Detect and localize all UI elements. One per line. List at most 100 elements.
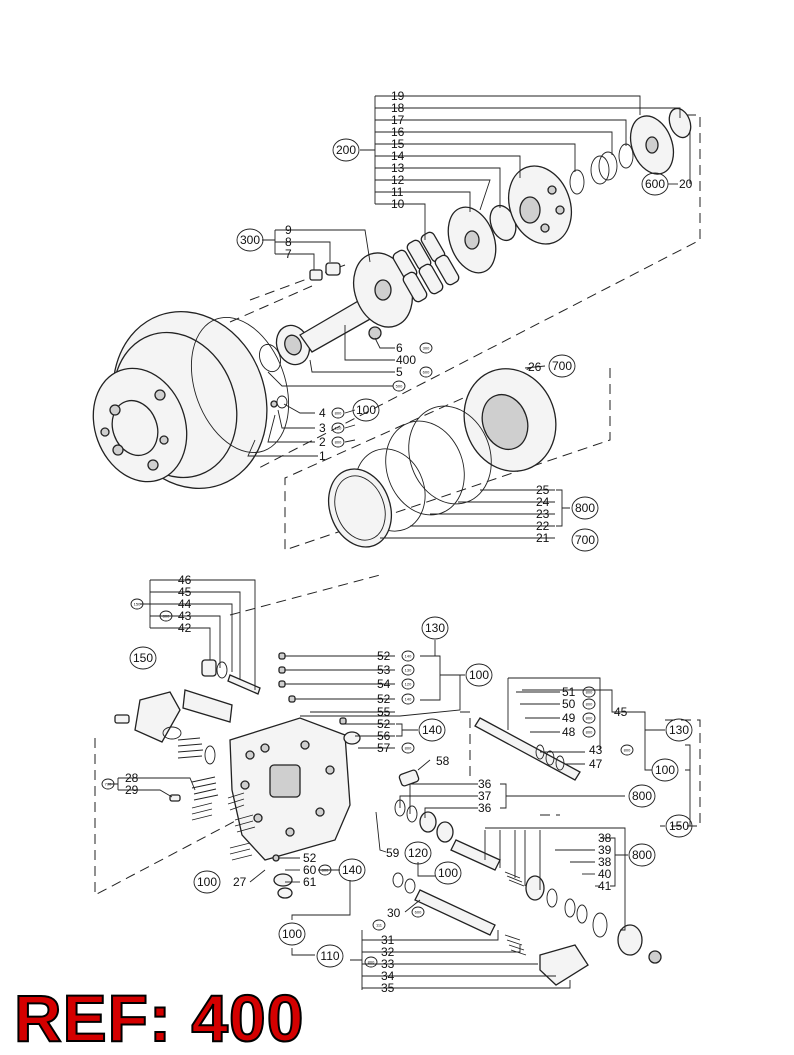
callout-label: 130 — [425, 621, 445, 635]
callout-label: 110 — [320, 949, 339, 963]
part-label: 38 — [598, 831, 612, 845]
part-label: 59 — [386, 846, 400, 860]
svg-text:150: 150 — [134, 602, 141, 607]
label-group-31-35: 31 32 33 34 35 800 — [364, 933, 395, 995]
callout-label: 100 — [282, 927, 302, 941]
callout-circle — [404, 841, 432, 865]
callout-label: 140 — [422, 723, 442, 737]
part-label: 60 — [303, 863, 317, 877]
callout-circle — [628, 784, 656, 808]
small-callout — [364, 956, 378, 968]
label-group-300: 9 8 7 300 — [236, 223, 292, 261]
part-label: 38 — [598, 855, 612, 869]
part-label: 36 — [478, 801, 492, 815]
small-callout — [419, 366, 433, 378]
svg-text:130: 130 — [405, 668, 412, 673]
leader-lines — [108, 95, 691, 990]
part-label: 9 — [285, 223, 292, 237]
callout-circle — [465, 663, 493, 687]
label-group-28-29: 700 28 29 — [101, 771, 139, 797]
callout-label: 700 — [552, 359, 572, 373]
callout-circle — [338, 858, 366, 882]
part-label: 5 — [396, 365, 403, 379]
callout-label: 140 — [342, 863, 362, 877]
part-label: 35 — [381, 981, 395, 995]
small-callout — [130, 598, 144, 610]
label-group-38-41: 38 39 38 40 41 800 — [598, 831, 656, 893]
part-label: 10 — [391, 197, 405, 211]
part-label: 1 — [319, 449, 326, 463]
svg-text:111: 111 — [376, 923, 383, 928]
part-label: 31 — [381, 933, 395, 947]
small-callout — [401, 664, 415, 676]
small-callout — [582, 712, 596, 724]
small-callout — [101, 778, 115, 790]
part-label: 42 — [178, 621, 192, 635]
part-label: 52 — [377, 717, 391, 731]
callout-label: 130 — [669, 723, 689, 737]
part-label: 53 — [377, 663, 391, 677]
small-callout — [331, 436, 345, 448]
callout-circle — [352, 398, 380, 422]
part-label: 12 — [391, 173, 405, 187]
small-callout — [582, 698, 596, 710]
part-label: 37 — [478, 789, 492, 803]
svg-text:700: 700 — [105, 782, 112, 787]
part-label: 49 — [562, 711, 576, 725]
part-label: 8 — [285, 235, 292, 249]
callout-label: 150 — [669, 819, 689, 833]
part-label: 45 — [614, 705, 628, 719]
part-label: 400 — [396, 353, 416, 367]
label-group-1-6: 6 300 400 5 600 500 4 800 3 120 2 800 1 … — [319, 341, 433, 463]
callout-circle — [571, 496, 599, 520]
label-group-55-57: 55 52 56 57 800 140 58 — [377, 705, 450, 768]
callout-circle — [548, 354, 576, 378]
callout-circle — [129, 646, 157, 670]
motor-housing — [92, 310, 268, 490]
part-label: 29 — [125, 783, 139, 797]
callout-circle — [332, 138, 360, 162]
small-callout — [331, 422, 345, 434]
callout-circle — [651, 758, 679, 782]
part-label: 3 — [319, 421, 326, 435]
callout-label: 120 — [408, 846, 428, 860]
callout-circle — [278, 922, 306, 946]
label-group-200: 19 18 17 16 15 14 13 12 11 10 200 — [332, 89, 405, 211]
part-label: 16 — [391, 125, 405, 139]
small-callout — [411, 906, 425, 918]
callout-circle — [665, 814, 693, 838]
callout-label: 600 — [645, 177, 665, 191]
small-callout — [318, 864, 332, 876]
part-label: 40 — [598, 867, 612, 881]
part-label: 44 — [178, 597, 192, 611]
part-label: 4 — [319, 406, 326, 420]
callout-label: 100 — [655, 763, 675, 777]
part-label: 20 — [679, 177, 693, 191]
svg-text:600: 600 — [423, 370, 430, 375]
part-label: 27 — [233, 875, 247, 889]
bottom-assembly-drawing — [94, 574, 701, 986]
label-group-42-46: 46 45 44 43 800 42 150 150 — [129, 573, 192, 670]
svg-text:500: 500 — [396, 384, 403, 389]
svg-text:800: 800 — [322, 868, 329, 873]
part-label: 43 — [178, 609, 192, 623]
callout-label: 800 — [632, 848, 652, 862]
callout-circle — [571, 528, 599, 552]
small-callout — [159, 610, 173, 622]
part-label: 57 — [377, 741, 391, 755]
callout-circle — [641, 172, 669, 196]
small-callout — [401, 650, 415, 662]
svg-text:800: 800 — [586, 716, 593, 721]
small-callout — [582, 686, 596, 698]
svg-text:800: 800 — [335, 411, 342, 416]
small-callout — [401, 693, 415, 705]
part-label: 30 — [387, 906, 401, 920]
callout-circle — [236, 228, 264, 252]
part-label: 51 — [562, 685, 576, 699]
part-label: 48 — [562, 725, 576, 739]
label-group-36-37: 36 37 36 800 — [478, 777, 656, 815]
part-label: 54 — [377, 677, 391, 691]
callout-circle — [193, 870, 221, 894]
callout-label: 700 — [575, 533, 595, 547]
